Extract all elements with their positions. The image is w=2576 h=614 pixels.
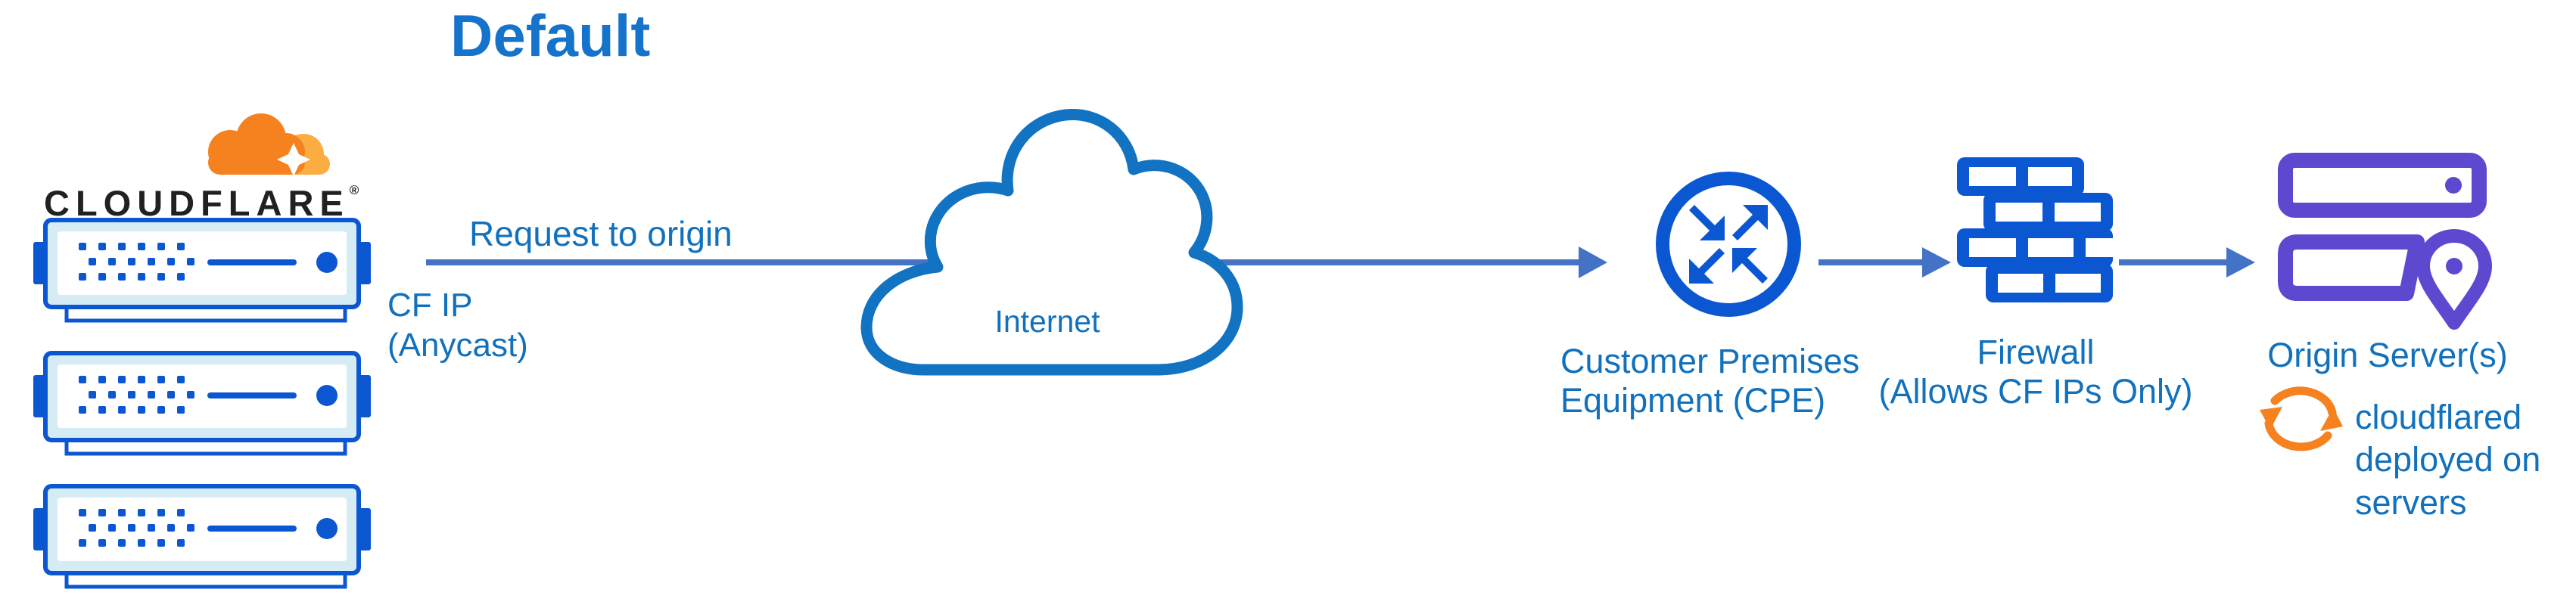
edge-server-icon [32, 218, 372, 327]
brick-wall-icon [1957, 157, 2113, 302]
request-to-origin-label: Request to origin [469, 214, 733, 253]
internet-cloud-icon [860, 109, 1243, 376]
registered-mark: ® [349, 183, 359, 197]
page-title: Default [450, 2, 651, 69]
server-stack-location-icon [2278, 153, 2492, 330]
cloudflared-note: cloudflared deployed on servers [2355, 398, 2541, 522]
sync-arrows-icon [2260, 386, 2343, 451]
logo-spark [277, 143, 310, 176]
origin-servers-label: Origin Server(s) [2267, 336, 2508, 374]
router-arrows-icon [1656, 172, 1801, 317]
cloudflare-logo-cloud-icon [208, 113, 330, 176]
cf-ip-anycast-label: CF IP (Anycast) [387, 287, 528, 364]
cpe-label: Customer Premises Equipment (CPE) [1560, 342, 1860, 420]
edge-server-icon [32, 484, 372, 594]
firewall-label: Firewall (Allows CF IPs Only) [1878, 333, 2193, 411]
location-pin-icon [2416, 229, 2492, 330]
cloudflare-wordmark: CLOUDFLARE® [44, 183, 359, 223]
internet-label: Internet [994, 304, 1100, 339]
edge-server-icon [32, 351, 372, 460]
